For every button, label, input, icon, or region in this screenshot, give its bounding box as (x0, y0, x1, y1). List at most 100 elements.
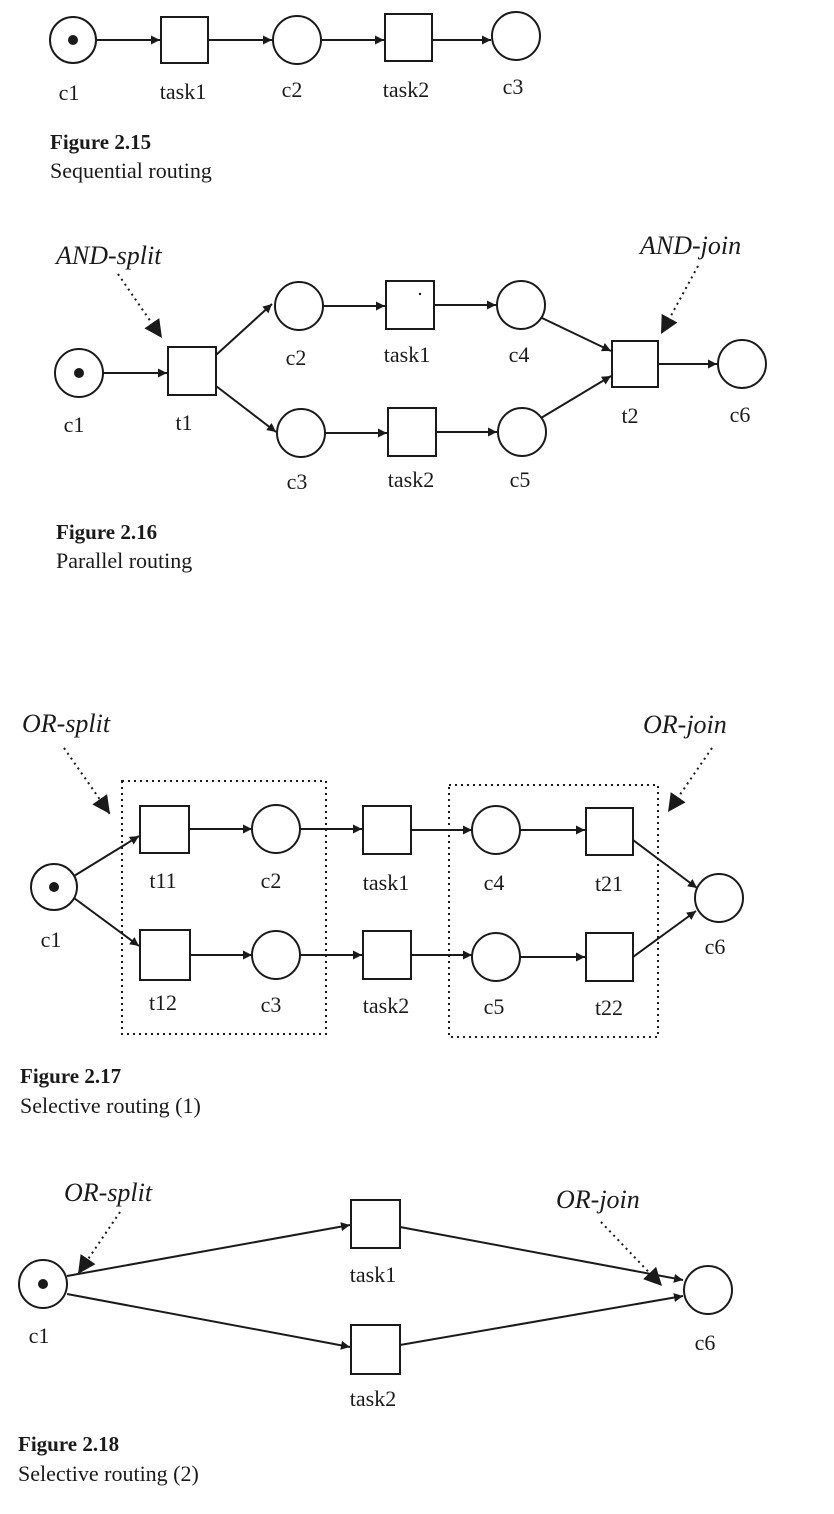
arc (632, 910, 697, 958)
arc (215, 303, 273, 356)
figure-number: Figure 2.15 (50, 130, 151, 154)
label-t22: t22 (595, 995, 623, 1020)
place-c3 (491, 11, 541, 61)
transition-t21 (585, 807, 634, 856)
place-c6 (694, 873, 744, 923)
arc (632, 839, 698, 889)
label-c2: c2 (282, 77, 303, 102)
transition-t12 (139, 929, 191, 981)
label-c6: c6 (705, 934, 726, 959)
place-c6 (717, 339, 767, 389)
place-c3 (276, 408, 326, 458)
transition-task1 (160, 16, 209, 64)
place-c2 (251, 804, 301, 854)
token (49, 882, 59, 892)
place-c2 (274, 281, 324, 331)
label-c2: c2 (261, 868, 282, 893)
annotation-or-split: OR-split (64, 1178, 153, 1207)
token (38, 1279, 48, 1289)
arc (399, 1293, 684, 1346)
figure-number: Figure 2.17 (20, 1064, 121, 1088)
label-c1: c1 (41, 927, 62, 952)
or-join-box (448, 784, 659, 1038)
arc (66, 1222, 351, 1277)
label-t1: t1 (175, 410, 192, 435)
transition-t1 (167, 346, 217, 396)
transition-task2 (384, 13, 433, 62)
label-t2: t2 (621, 403, 638, 428)
label-c4: c4 (509, 342, 530, 367)
transition-task1 (385, 280, 435, 330)
label-c3: c3 (287, 469, 308, 494)
annotation-pointer (660, 265, 699, 335)
transition-task1 (350, 1199, 401, 1249)
arc (215, 385, 277, 433)
place-c6 (683, 1265, 733, 1315)
token (74, 368, 84, 378)
annotation-or-split: OR-split (22, 709, 111, 738)
label-task2: task2 (383, 77, 429, 102)
or-split-box (121, 780, 327, 1035)
arc (73, 835, 140, 877)
label-c1: c1 (59, 80, 80, 105)
label-t11: t11 (149, 868, 176, 893)
label-c5: c5 (484, 994, 505, 1019)
place-c3 (251, 930, 301, 980)
annotation-pointer (600, 1221, 663, 1287)
label-task1: task1 (384, 342, 430, 367)
transition-task1 (362, 805, 412, 855)
transition-t2 (611, 340, 659, 388)
annotation-pointer (667, 747, 713, 813)
figure-caption: Selective routing (2) (18, 1461, 199, 1486)
label-c1: c1 (64, 412, 85, 437)
place-c5 (497, 407, 547, 457)
token (68, 35, 78, 45)
label-c2: c2 (286, 345, 307, 370)
arc (66, 1293, 351, 1350)
label-t12: t12 (149, 990, 177, 1015)
label-task2: task2 (363, 993, 409, 1018)
place-c2 (272, 15, 322, 65)
figure-number: Figure 2.18 (18, 1432, 119, 1456)
label-c6: c6 (730, 402, 751, 427)
figure-2-16: AND-split AND-join c1 t1 c2 c3 task1 tas… (54, 231, 767, 573)
label-task1: task1 (350, 1262, 396, 1287)
arc (73, 897, 140, 947)
annotation-or-join: OR-join (556, 1185, 640, 1214)
label-c4: c4 (484, 870, 505, 895)
transition-task2 (350, 1324, 401, 1375)
transition-t22 (585, 932, 634, 982)
label-c6: c6 (695, 1330, 716, 1355)
token-dot (418, 292, 422, 296)
label-c3: c3 (503, 74, 524, 99)
figure-number: Figure 2.16 (56, 520, 157, 544)
figure-2-18: OR-split OR-join c1 task1 task2 c6 Figur… (18, 1178, 733, 1486)
arc (399, 1226, 684, 1283)
annotation-or-join: OR-join (643, 710, 727, 739)
place-c4 (471, 805, 521, 855)
transition-task2 (362, 930, 412, 980)
transition-t11 (139, 805, 190, 854)
annotation-and-join: AND-join (638, 231, 741, 260)
label-c5: c5 (510, 467, 531, 492)
place-c4 (496, 280, 546, 330)
arc (540, 375, 612, 419)
annotation-pointer (63, 747, 111, 815)
label-task2: task2 (350, 1386, 396, 1411)
label-t21: t21 (595, 871, 623, 896)
annotation-pointer (117, 273, 163, 339)
label-c1: c1 (29, 1323, 50, 1348)
figure-2-15: c1 task1 c2 task2 c3 Figure 2.15 Sequent… (49, 11, 541, 183)
figure-caption: Parallel routing (56, 548, 192, 573)
label-task2: task2 (388, 467, 434, 492)
transition-task2 (387, 407, 437, 457)
arc (541, 317, 612, 352)
figure-caption: Selective routing (1) (20, 1093, 201, 1118)
figure-2-17: OR-split OR-join c1 t11 t12 c2 (20, 709, 744, 1118)
label-c3: c3 (261, 992, 282, 1017)
label-task1: task1 (160, 79, 206, 104)
label-task1: task1 (363, 870, 409, 895)
annotation-pointer (77, 1211, 121, 1275)
figure-caption: Sequential routing (50, 158, 212, 183)
